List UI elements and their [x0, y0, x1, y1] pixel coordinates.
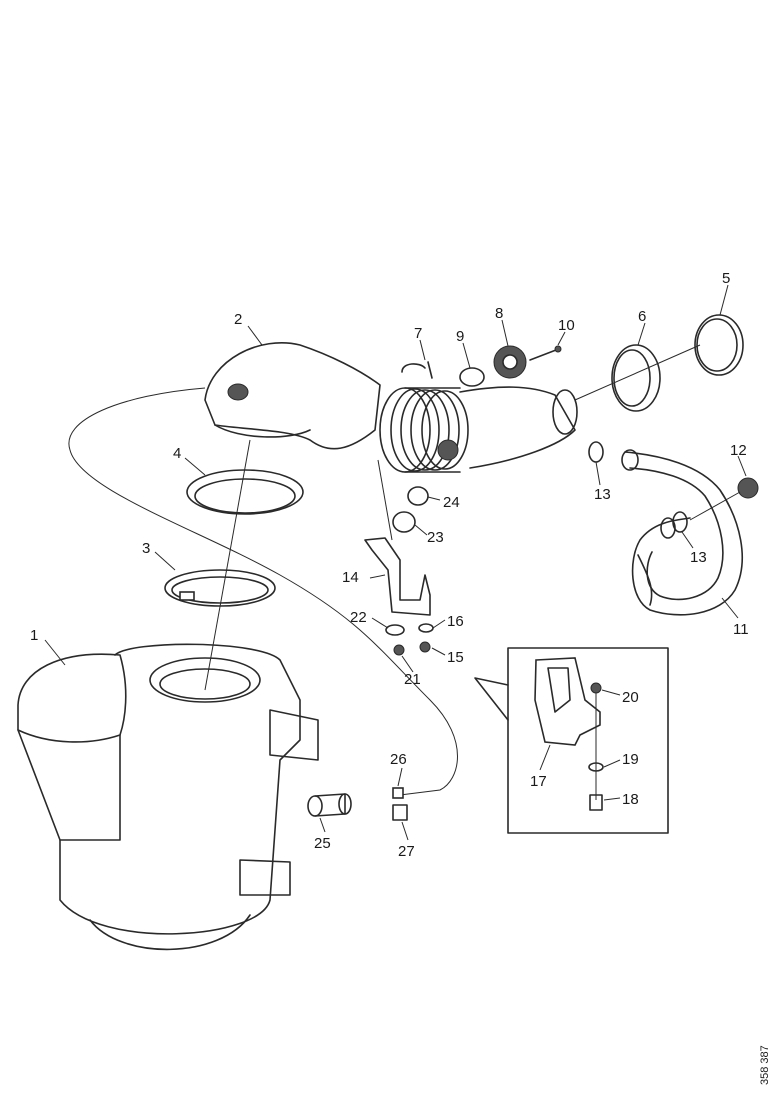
part-13-clamp-lower	[660, 511, 688, 539]
part-26-plug	[392, 787, 404, 799]
callout-20: 20	[622, 689, 639, 706]
callout-13-lower: 13	[690, 549, 707, 566]
callout-2: 2	[234, 311, 242, 328]
bellows-pipe-assembly	[379, 386, 578, 473]
callout-12: 12	[730, 442, 747, 459]
pipe-axis-line	[574, 344, 701, 401]
callout-9: 9	[456, 328, 464, 345]
callout-21: 21	[404, 671, 421, 688]
callout-6: 6	[638, 308, 646, 325]
callout-5: 5	[722, 270, 730, 287]
part-12-connector	[737, 477, 759, 499]
part-25-sleeve	[307, 793, 352, 817]
part-10-screw	[529, 345, 562, 361]
part-23-seal	[392, 511, 416, 533]
part-16-washer	[418, 623, 434, 633]
part-3-hose-clamp	[164, 569, 276, 607]
part-14-bracket	[364, 459, 431, 616]
callout-22: 22	[350, 609, 367, 626]
part-9-o-ring	[459, 367, 485, 387]
callout-7: 7	[414, 325, 422, 342]
callout-11: 11	[733, 621, 749, 638]
part-11-bent-hose	[621, 449, 743, 616]
callout-4: 4	[173, 445, 181, 462]
leader-lines	[44, 284, 747, 841]
callout-14: 14	[342, 569, 359, 586]
callout-1: 1	[30, 627, 38, 644]
part-22-washer	[385, 624, 405, 636]
reference-code: 358 387	[759, 1045, 771, 1085]
callout-23: 23	[427, 529, 444, 546]
callout-26: 26	[390, 751, 407, 768]
callout-3: 3	[142, 540, 150, 557]
callout-18: 18	[622, 791, 639, 808]
part-24-seal	[407, 486, 429, 506]
callout-15: 15	[447, 649, 464, 666]
part-13-clamp-upper	[588, 441, 604, 463]
part-8-sensor-flange	[493, 345, 527, 379]
callout-8: 8	[495, 305, 503, 322]
callout-19: 19	[622, 751, 639, 768]
callout-labels: 1 2 3 4 5 6 7 8 9 10 11 12 13 13 14 15 1…	[30, 270, 749, 860]
callout-16: 16	[447, 613, 464, 630]
part-15-nut	[419, 641, 431, 653]
part-7-clip	[401, 361, 433, 379]
part-6-flange-ring	[611, 344, 661, 412]
callout-24: 24	[443, 494, 460, 511]
part-1-air-cleaner-housing	[17, 643, 319, 951]
callout-13-upper: 13	[594, 486, 611, 503]
inset-detail-box	[474, 647, 669, 834]
callout-25: 25	[314, 835, 331, 852]
part-27-fastener	[392, 804, 408, 821]
callout-10: 10	[558, 317, 575, 334]
part-4-hose-ring	[186, 469, 304, 515]
hose-loop-outline	[68, 387, 458, 796]
callout-27: 27	[398, 843, 415, 860]
callout-17: 17	[530, 773, 547, 790]
part-21-nut	[393, 644, 405, 656]
assembly-axis-line	[204, 439, 251, 691]
part-2-intake-elbow	[204, 342, 381, 450]
part-5-clamp-ring	[694, 314, 744, 376]
